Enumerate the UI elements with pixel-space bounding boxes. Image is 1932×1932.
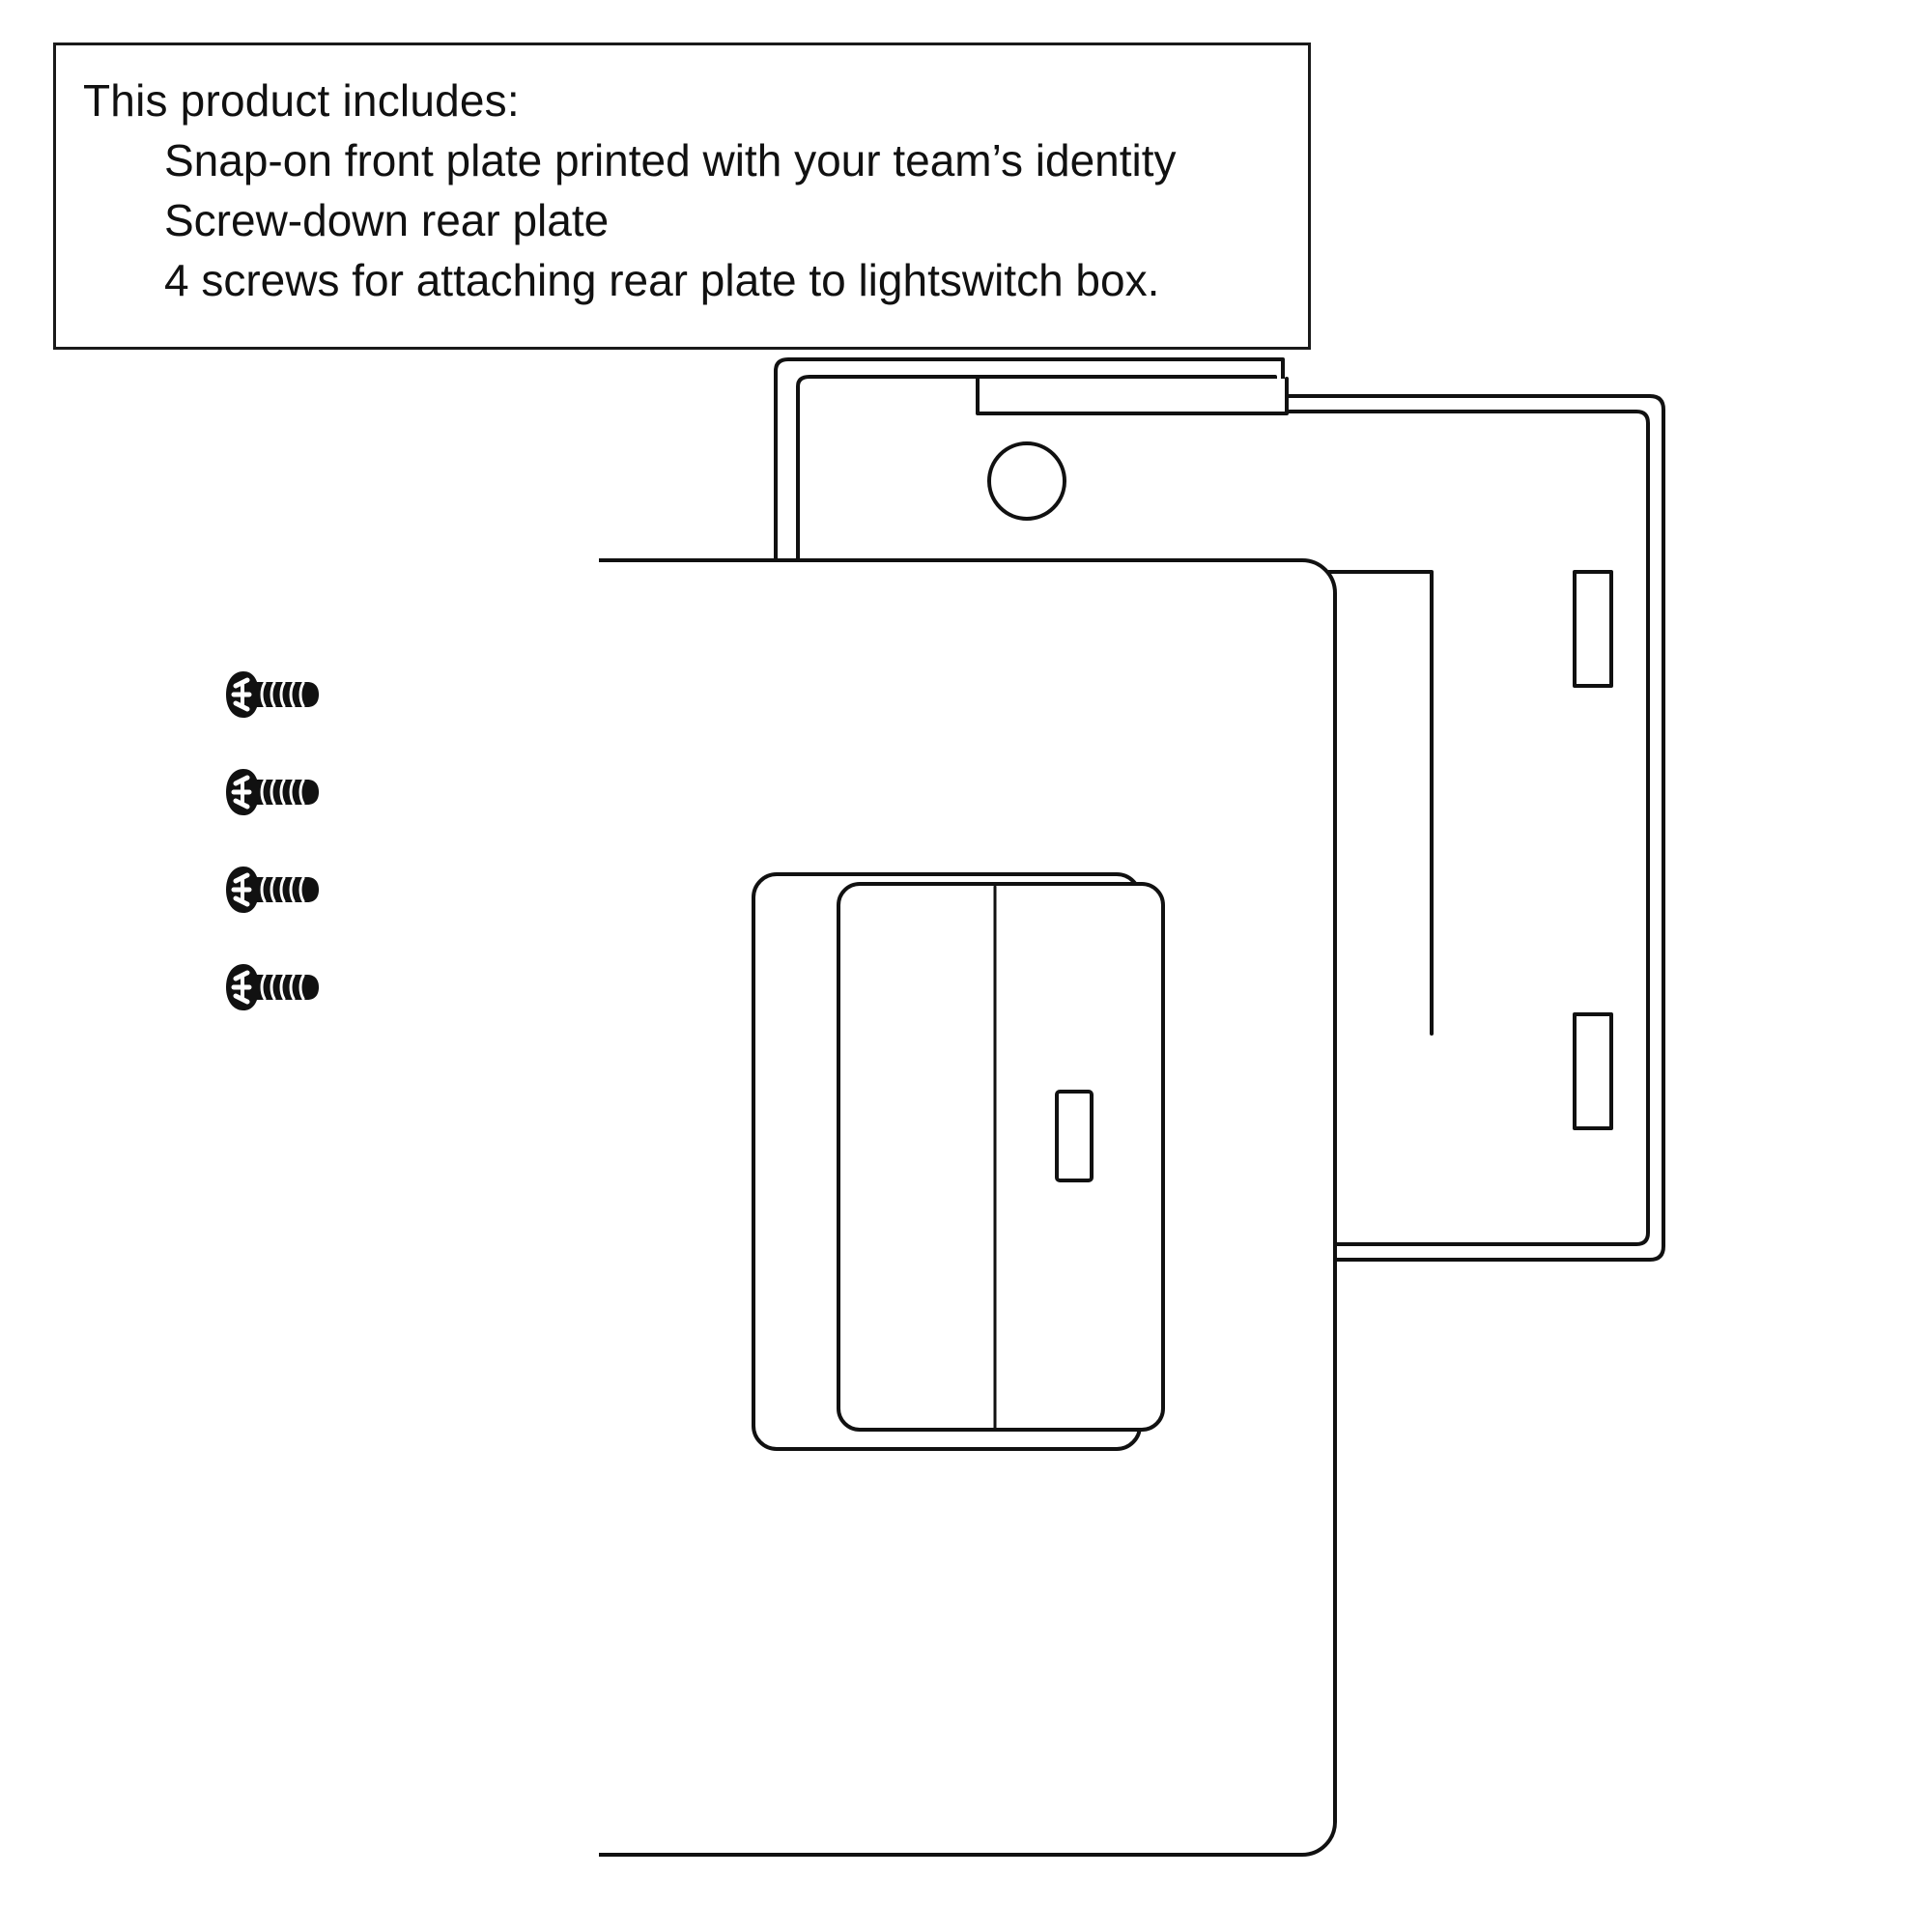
- front-plate-rocker-paddle: [837, 882, 1165, 1432]
- rear-plate-top-notch: [976, 377, 1289, 415]
- product-includes-callout-box: This product includes: Snap-on front pla…: [53, 43, 1311, 350]
- front-plate-group: [599, 558, 1337, 1857]
- screw-3-icon: [214, 862, 328, 918]
- callout-item-front-plate: Snap-on front plate printed with your te…: [164, 135, 1177, 185]
- exploded-plate-assembly: [599, 357, 1893, 1922]
- callout-item-list: Snap-on front plate printed with your te…: [83, 130, 1308, 310]
- rear-plate-round-screw-hole: [987, 441, 1066, 521]
- callout-heading: This product includes:: [83, 75, 520, 126]
- callout-item-screws: 4 screws for attaching rear plate to lig…: [164, 255, 1160, 305]
- screw-set: [214, 667, 350, 1034]
- callout-item-rear-plate: Screw-down rear plate: [164, 195, 610, 245]
- front-plate-led-indicator-slot: [1055, 1090, 1094, 1182]
- screw-1-icon: [214, 667, 328, 723]
- screw-2-icon: [214, 764, 328, 820]
- rear-plate-right-upper-slot: [1573, 570, 1613, 688]
- screw-4-icon: [214, 959, 328, 1015]
- callout-inner: This product includes: Snap-on front pla…: [56, 45, 1308, 310]
- rear-plate-right-lower-slot: [1573, 1012, 1613, 1130]
